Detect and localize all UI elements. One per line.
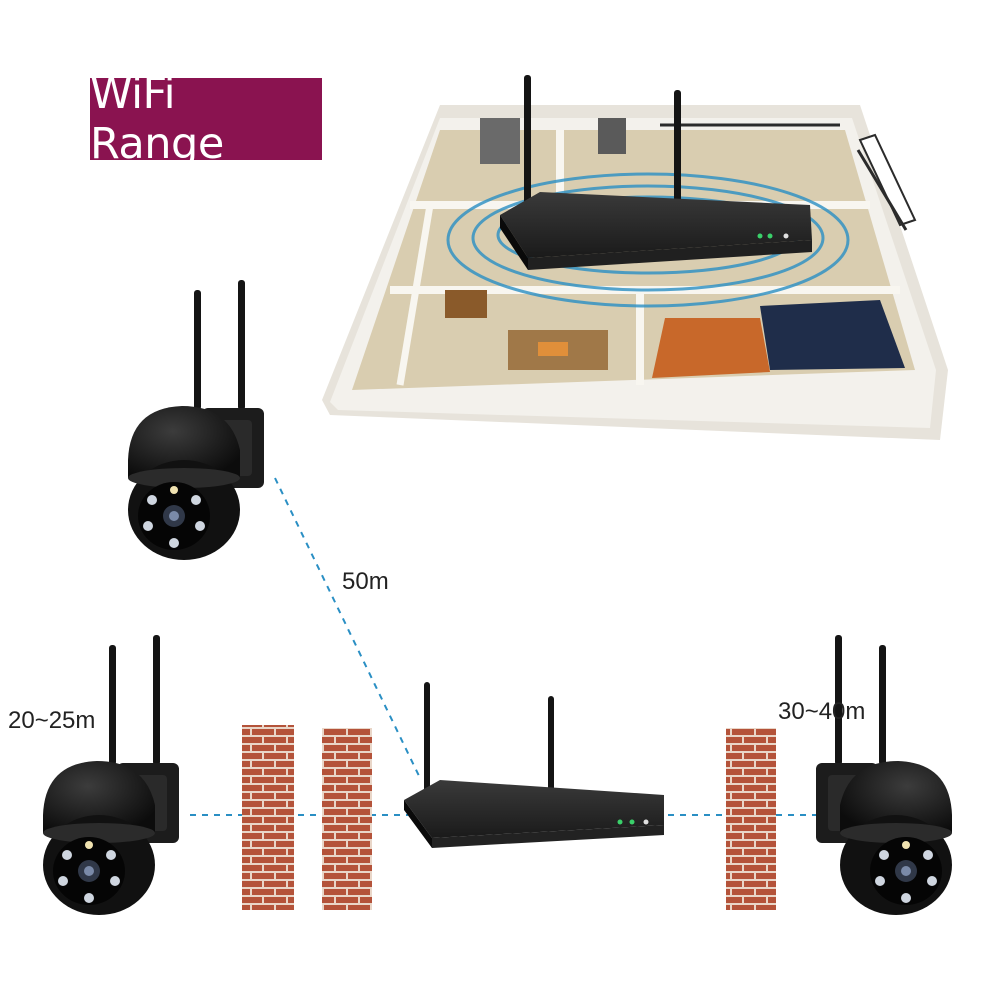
nvr-recorder-icon xyxy=(500,75,812,270)
nvr-recorder-icon xyxy=(404,682,664,848)
brick-wall-right xyxy=(726,728,776,910)
page-title: WiFi Range xyxy=(90,69,224,169)
ptz-camera-icon xyxy=(43,635,179,915)
wifi-wave-icon xyxy=(446,172,850,308)
brick-wall-left-2 xyxy=(322,728,372,910)
distance-label-50m: 50m xyxy=(342,568,389,595)
distance-label-30-40m: 30~40m xyxy=(778,698,866,725)
floor-plan-illustration xyxy=(322,75,948,440)
brick-wall-icon xyxy=(242,725,776,910)
distance-label-20-25m: 20~25m xyxy=(8,707,96,734)
ptz-camera-icon xyxy=(128,280,264,560)
link-line-upper xyxy=(274,477,421,779)
brick-wall-left-1 xyxy=(242,725,294,910)
ptz-camera-icon xyxy=(816,635,952,915)
title-banner: WiFi Range xyxy=(90,69,322,169)
